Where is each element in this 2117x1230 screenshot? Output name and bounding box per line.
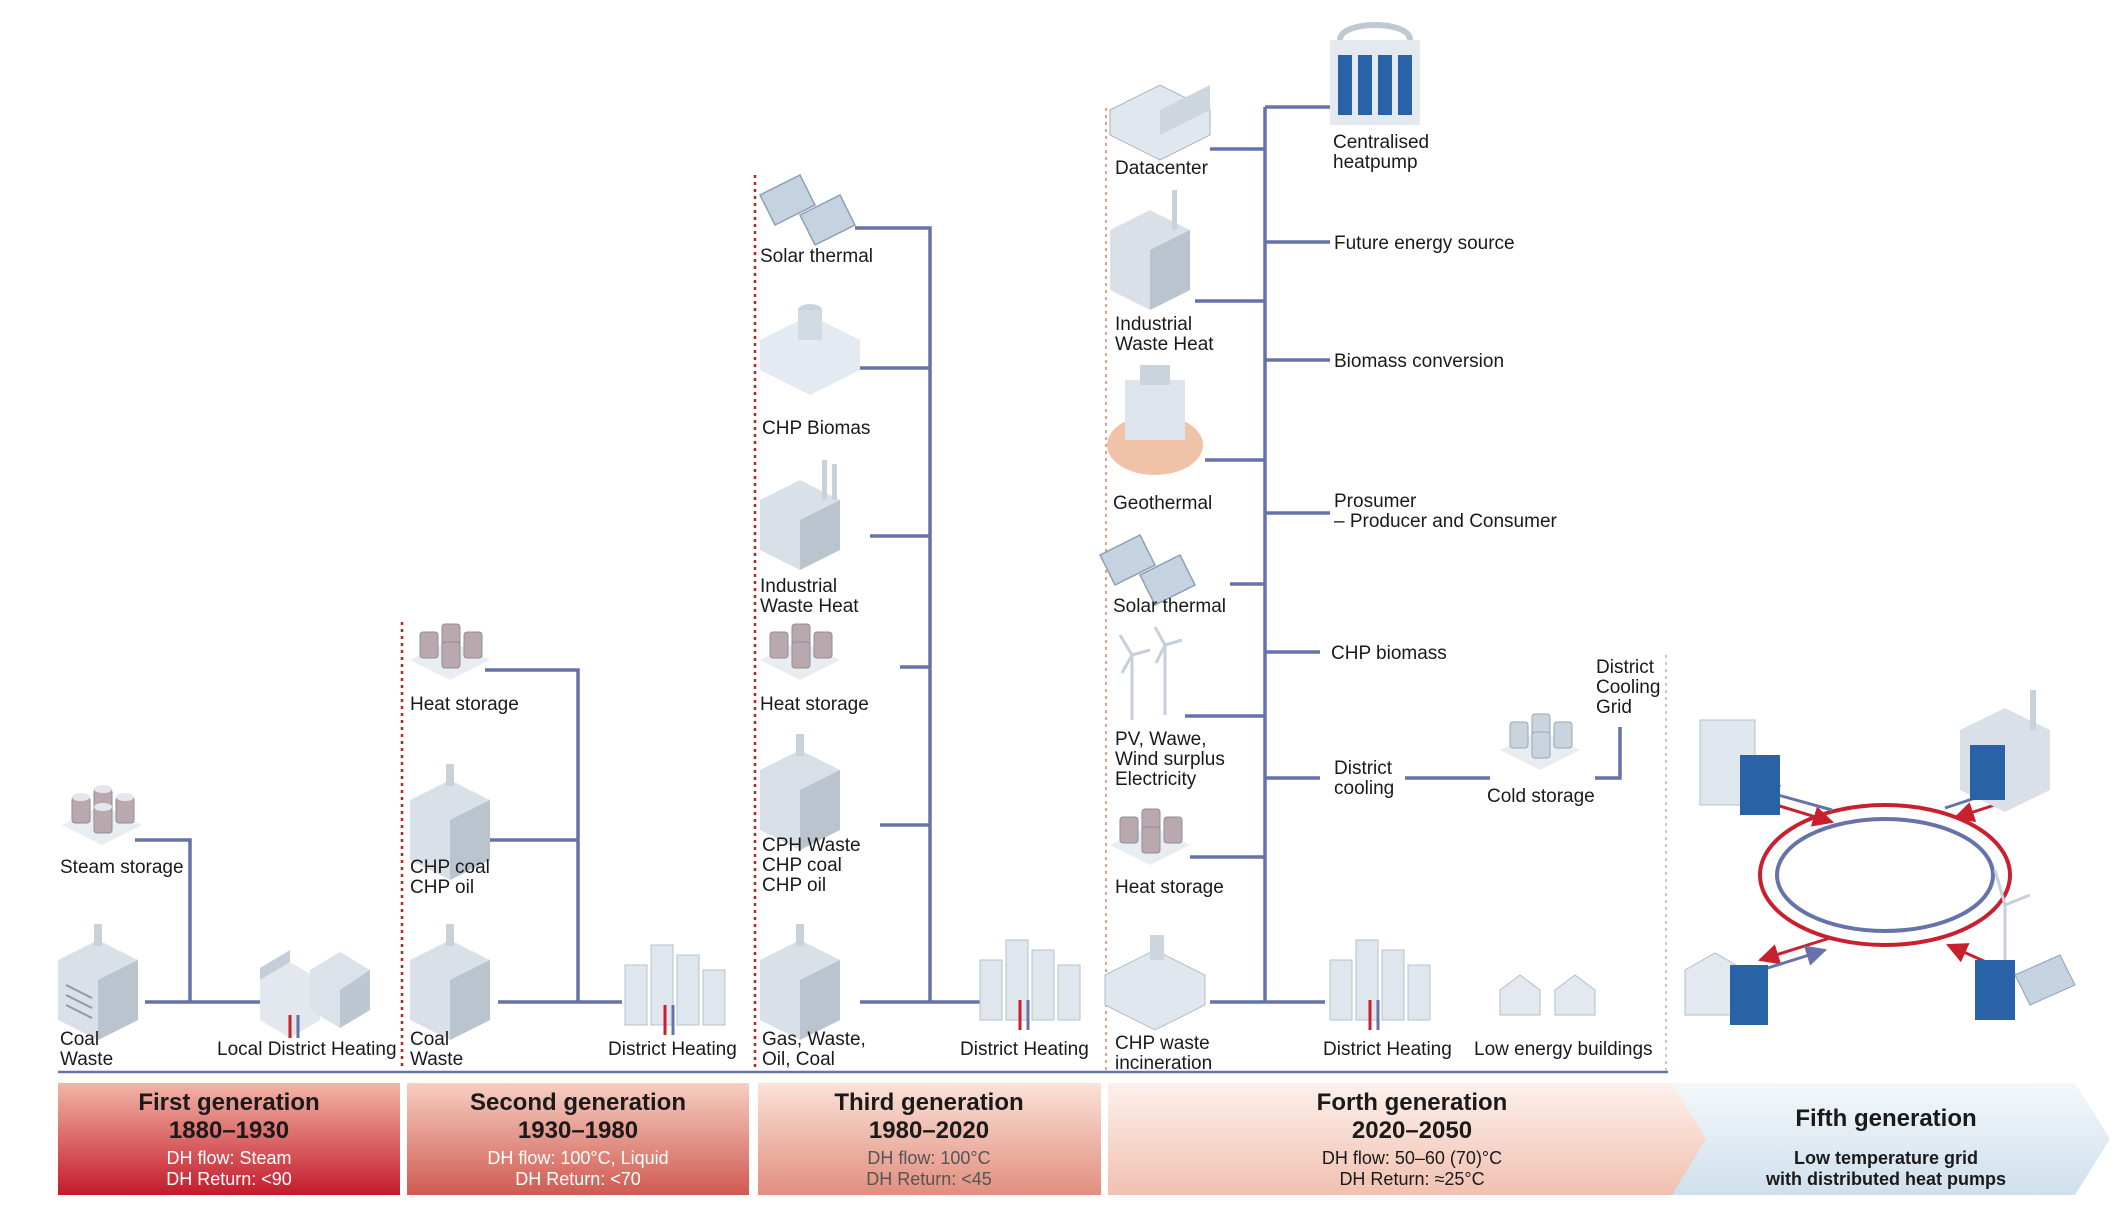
- gen4-years: 2020–2050: [1352, 1117, 1472, 1144]
- gen2-flow: DH flow: 100°C, Liquid: [487, 1148, 668, 1168]
- heat-storage-icon-3: [1110, 808, 1190, 865]
- label-heat-storage-3: Heat storage: [1115, 877, 1224, 898]
- prosumer-building-icon-1: [1699, 719, 1780, 815]
- label-heat-storage-2: Heat storage: [760, 694, 869, 715]
- banner-gen3: [758, 1083, 1101, 1195]
- gen1-years: 1880–1930: [169, 1117, 289, 1144]
- label-local-district-heating: Local District Heating: [217, 1039, 397, 1060]
- label-biomass-conversion: Biomass conversion: [1334, 351, 1504, 372]
- label-cold-storage: Cold storage: [1487, 786, 1595, 807]
- banner-gen2: [407, 1083, 749, 1195]
- label-heat-storage: Heat storage: [410, 694, 519, 715]
- generation-banners: First generation 1880–1930 DH flow: Stea…: [58, 1083, 2110, 1195]
- apartment-cluster-icon: [624, 944, 726, 1035]
- chp-biomas-icon: [760, 304, 860, 395]
- gen3-title: Third generation: [834, 1089, 1023, 1116]
- gas-plant-icon: [760, 924, 840, 1040]
- prosumer-house-icon: [1684, 952, 1768, 1025]
- banner-gen1: [58, 1083, 400, 1195]
- geothermal-icon: [1107, 365, 1203, 475]
- cph-waste-plant-icon: [760, 734, 840, 850]
- coal-plant-icon: [58, 924, 138, 1040]
- prosumer-factory-icon: [1960, 690, 2050, 812]
- label-chp-biomass: CHP biomass: [1331, 643, 1447, 664]
- gen1-title: First generation: [138, 1089, 319, 1116]
- pipe-network: [135, 105, 1622, 1004]
- industrial-plant-icon-2: [1110, 190, 1190, 310]
- industrial-plant-icon: [760, 460, 840, 570]
- label-district-heating-2: District Heating: [960, 1039, 1089, 1060]
- wind-turbine-icon: [1118, 626, 1183, 720]
- centralised-heatpump-icon: [1330, 22, 1420, 125]
- label-solar-thermal: Solar thermal: [760, 246, 873, 267]
- incineration-plant-icon: [1104, 935, 1206, 1031]
- gen1-return: DH Return: <90: [166, 1169, 292, 1189]
- datacenter-icon: [1109, 84, 1211, 161]
- coal-plant-icon-2: [410, 924, 490, 1040]
- gen3-years: 1980–2020: [869, 1117, 989, 1144]
- cold-storage-icon: [1500, 713, 1580, 770]
- gen3-return: DH Return: <45: [866, 1169, 992, 1189]
- label-chp-biomas: CHP Biomas: [762, 418, 870, 439]
- label-geothermal: Geothermal: [1113, 493, 1212, 514]
- gen2-return: DH Return: <70: [515, 1169, 641, 1189]
- label-steam-storage: Steam storage: [60, 857, 184, 878]
- gen4-return: DH Return: ≈25°C: [1339, 1169, 1484, 1189]
- solar-panel-icon: [758, 173, 857, 247]
- label-datacenter: Datacenter: [1115, 158, 1209, 179]
- label-district-heating: District Heating: [608, 1039, 737, 1060]
- low-energy-house-icon: [1499, 974, 1596, 1016]
- gen5-title: Fifth generation: [1795, 1105, 1976, 1132]
- gen1-flow: DH flow: Steam: [166, 1148, 291, 1168]
- heat-storage-icon: [410, 623, 490, 680]
- gen4-flow: DH flow: 50–60 (70)°C: [1322, 1148, 1502, 1168]
- solar-panel-icon-2: [1098, 533, 1197, 607]
- apartment-cluster-icon-2: [979, 939, 1081, 1030]
- label-gas-waste-oil-coal: Gas, Waste,Oil, Coal: [762, 1029, 866, 1070]
- prosumer-wind-solar-icon: [1975, 869, 2076, 1020]
- label-prosumer: Prosumer– Producer and Consumer: [1334, 491, 1558, 532]
- chp-plant-icon: [410, 764, 490, 880]
- label-future-energy-source: Future energy source: [1334, 233, 1515, 254]
- heat-storage-icon-2: [760, 623, 840, 680]
- label-solar-thermal-2: Solar thermal: [1113, 596, 1226, 617]
- label-low-energy-buildings: Low energy buildings: [1474, 1039, 1653, 1060]
- banner-gen4: [1108, 1083, 1712, 1195]
- house-cluster-icon: [260, 950, 370, 1038]
- banner-gen5: [1672, 1083, 2110, 1195]
- apartment-cluster-icon-3: [1329, 939, 1431, 1030]
- label-district-heating-3: District Heating: [1323, 1039, 1452, 1060]
- gen2-years: 1930–1980: [518, 1117, 638, 1144]
- gen3-flow: DH flow: 100°C: [867, 1148, 990, 1168]
- generation-dividers: [400, 108, 1667, 1070]
- gen4-title: Forth generation: [1317, 1089, 1508, 1116]
- gen2-title: Second generation: [470, 1089, 686, 1116]
- steam-storage-icon: [62, 785, 142, 845]
- fifth-generation-ring: [1754, 780, 2026, 977]
